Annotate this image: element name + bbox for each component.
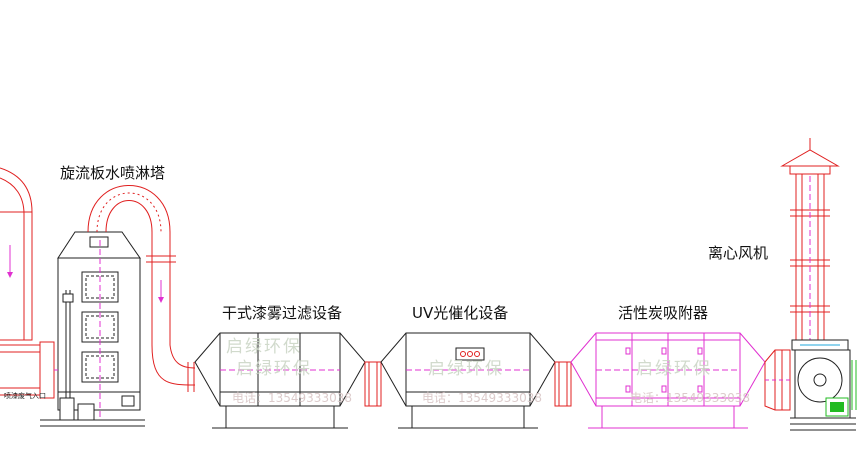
label-carbon-adsorber: 活性炭吸附器 (618, 304, 708, 322)
connector-2 (554, 361, 572, 407)
label-dry-filter: 干式漆雾过滤设备 (222, 304, 342, 322)
connector-1 (364, 361, 382, 407)
intake-duct (0, 167, 55, 399)
exhaust-stack (780, 138, 840, 340)
uv-device-unit (380, 332, 556, 429)
fan-inlet-reducer (764, 349, 791, 411)
label-spray-tower: 旋流板水喷淋塔 (60, 164, 165, 182)
watermark-2: 启绿环保 电话：13549333038 (422, 359, 542, 405)
label-centrifugal-fan: 离心风机 (708, 244, 768, 262)
label-inlet: 喷漆废气入口 (4, 391, 46, 400)
watermark-4: 启绿环保 (226, 337, 302, 357)
dry-filter-unit (194, 332, 366, 429)
watermark-brand: 启绿环保 (428, 359, 504, 379)
label-uv-device: UV光催化设备 (412, 304, 508, 322)
watermark-brand: 启绿环保 (226, 337, 302, 357)
watermark-3: 启绿环保 电话：13549333038 (630, 359, 750, 405)
watermark-phone: 电话：13549333038 (232, 391, 352, 405)
carbon-adsorber-unit (570, 332, 766, 429)
watermark-brand: 启绿环保 (636, 359, 712, 379)
watermark-phone: 电话：13549333038 (422, 391, 542, 405)
spray-tower (40, 231, 145, 427)
centrifugal-fan (790, 339, 857, 431)
watermark-1: 启绿环保 电话：13549333038 (232, 359, 352, 405)
gooseneck-duct (87, 185, 196, 392)
watermark-brand: 启绿环保 (236, 359, 312, 379)
watermark-phone: 电话：13549333038 (630, 391, 750, 405)
